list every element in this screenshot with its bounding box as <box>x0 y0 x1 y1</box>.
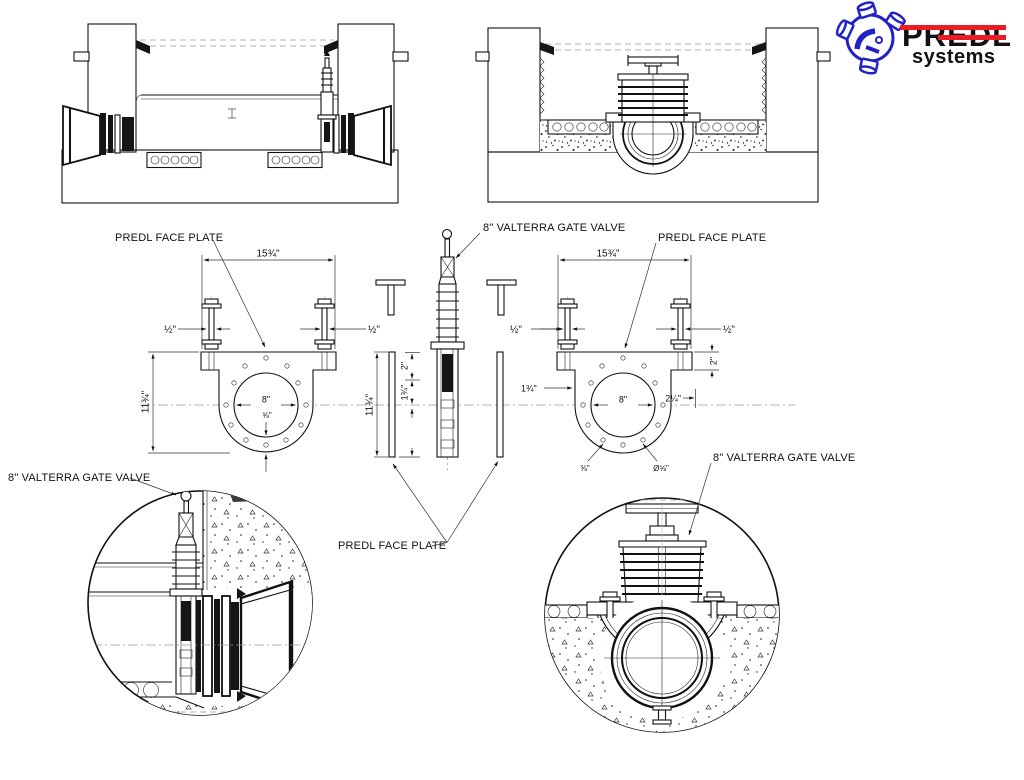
gate-valve-side <box>430 228 465 458</box>
logo-subtitle-text: systems <box>912 46 996 68</box>
dim-flange-depth: 2" <box>709 357 719 365</box>
dim-plate-height: 11¾" <box>365 393 376 416</box>
dim-bore: 8" <box>619 395 627 405</box>
dim-plate-height: 11¾" <box>141 390 152 413</box>
dim-offset: 1¾" <box>521 384 537 394</box>
dim-offset: 1¾" <box>400 385 410 401</box>
callout-valve-middle: 8" VALTERRA GATE VALVE <box>483 222 625 234</box>
bolt-left <box>201 298 222 350</box>
anchor-bolt-left <box>375 279 406 316</box>
face-plate-outline <box>556 351 693 454</box>
pipe-coupling-right <box>333 104 392 167</box>
predl-logo: PREDL systems <box>835 1 1011 75</box>
bolt-right <box>314 298 335 350</box>
bench-hole-strip-left <box>146 151 202 169</box>
bolt-holes <box>580 355 666 448</box>
rough-joint-left <box>539 57 545 115</box>
joint-gasket-left <box>136 40 150 54</box>
callout-valve-detail-right: 8" VALTERRA GATE VALVE <box>713 452 855 464</box>
bench-hole-strip-right <box>695 119 759 135</box>
dim-hole-small: ⅜" <box>580 464 590 473</box>
rough-joint-right <box>761 57 767 115</box>
face-plate-side-right <box>496 351 504 458</box>
bench-hole-strip-left <box>545 604 588 619</box>
wall-ledge-right <box>392 51 409 62</box>
wall-ledge-right <box>816 51 831 62</box>
logo-strike-bar-top <box>900 25 1006 30</box>
dim-plate-width: 15¾" <box>596 249 619 260</box>
dim-bore: 8" <box>262 395 270 405</box>
dim-bolt-dia: ½" <box>723 325 735 336</box>
dim-flange-depth: 2" <box>400 362 410 370</box>
dim-bolt-dia: ½" <box>510 325 522 336</box>
dim-bolt-dia: ½" <box>164 325 176 336</box>
bolt-left <box>599 591 621 632</box>
dim-bolt-dia: ½" <box>368 325 380 336</box>
faceplate-front-right: 15¾" ½" 2" 2¼" 8" ⅜" Ø⅝" PREDL FACE PLAT… <box>540 232 766 473</box>
section-view-cross <box>475 27 831 203</box>
pipe-detail <box>604 600 720 716</box>
anchor-bolt-right <box>486 279 517 316</box>
joint-gasket-right <box>324 40 338 54</box>
pipe-support <box>652 705 672 725</box>
ibeam-mark <box>228 108 236 119</box>
dim-plate-width: 15¾" <box>256 249 279 260</box>
pipe-coupling-detail <box>196 580 294 710</box>
dim-thickness: ⅝" <box>262 411 272 420</box>
bore-circle <box>590 372 656 438</box>
faceplate-side-view: 11¾" 2" 1¾" ½" 1¾" 8" VALTERRA GATE VALV… <box>338 222 625 552</box>
joint-gasket-left <box>540 42 554 55</box>
bench-hole-strip-right <box>267 151 323 169</box>
callout-face-plate-left: PREDL FACE PLATE <box>115 232 223 244</box>
faceplate-front-left: 15¾" 11¾" ½" ½" 8" ⅝" PREDL FACE PLATE <box>115 232 380 472</box>
wall-ledge-left <box>73 51 90 62</box>
bolt-holes <box>223 355 309 448</box>
bolt-left <box>557 298 578 350</box>
detail-view-side: 8" VALTERRA GATE VALVE <box>8 472 313 716</box>
gate-valve-front <box>605 55 701 123</box>
face-plate-side-left <box>388 351 396 458</box>
logo-strike-bar-bottom <box>938 35 1006 40</box>
dim-edge-offset: 2¼" <box>665 394 681 404</box>
bench-hole-strip-left <box>547 119 611 135</box>
wall-ledge-left <box>475 51 490 62</box>
gate-valve-section <box>317 50 337 153</box>
gate-valve-detail-front <box>618 503 707 603</box>
bench-hole-strip-right <box>736 604 779 619</box>
dim-hole-large: Ø⅝" <box>653 464 669 473</box>
joint-gasket-right <box>752 42 766 55</box>
callout-face-plate-right: PREDL FACE PLATE <box>658 232 766 244</box>
section-view-longitudinal <box>61 23 409 204</box>
bolt-right <box>670 298 691 350</box>
callout-valve-detail-left: 8" VALTERRA GATE VALVE <box>8 472 150 484</box>
callout-face-plate-bottom: PREDL FACE PLATE <box>338 540 446 552</box>
bore-circle <box>233 372 299 438</box>
pipe-coupling-left <box>62 104 134 167</box>
